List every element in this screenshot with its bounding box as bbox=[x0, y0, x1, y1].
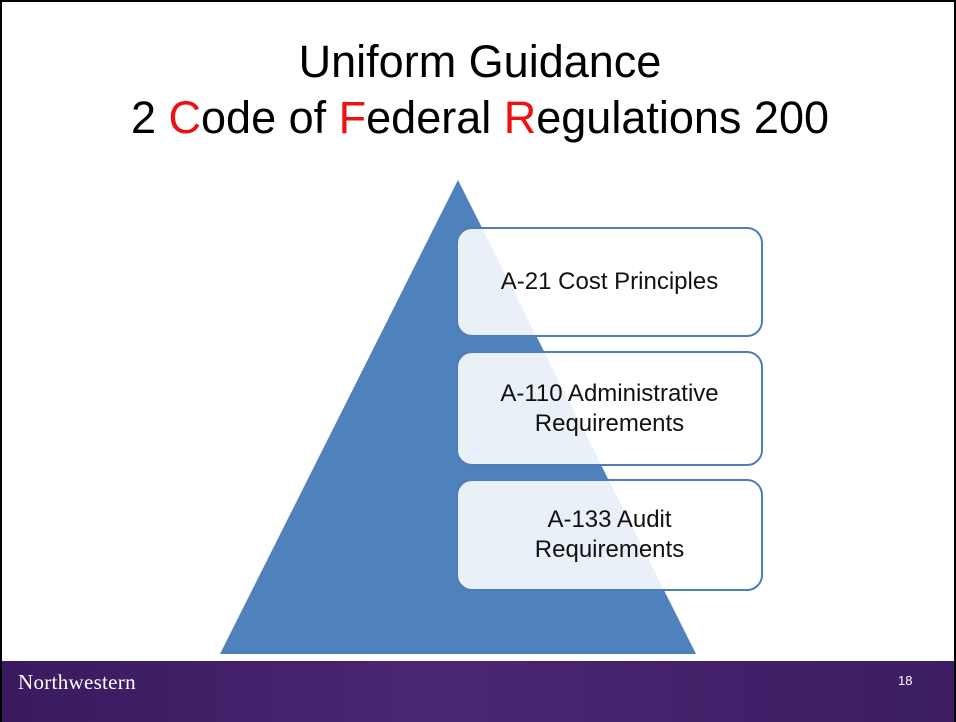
title-line-2: 2 Code of Federal Regulations 200 bbox=[2, 90, 954, 146]
page-number: 18 bbox=[898, 673, 913, 688]
slide-title: Uniform Guidance 2 Code of Federal Regul… bbox=[2, 34, 954, 146]
box-administrative-line-1: A-110 Administrative bbox=[500, 379, 719, 407]
title-text-f: ederal bbox=[366, 92, 504, 143]
title-letter-f: F bbox=[338, 92, 367, 143]
box-audit-line-1: A-133 Audit bbox=[547, 506, 672, 533]
title-text-c: ode of bbox=[201, 92, 339, 143]
footer-bar: Northwestern 18 bbox=[2, 661, 954, 722]
title-line-1: Uniform Guidance bbox=[298, 36, 662, 87]
title-letter-r: R bbox=[503, 92, 537, 143]
box-cost-principles-line-1: A-21 Cost Principles bbox=[500, 268, 719, 295]
box-cost-principles: A-21 Cost Principles bbox=[456, 227, 763, 337]
northwestern-logo: Northwestern bbox=[18, 670, 136, 694]
box-audit-requirements: A-133 Audit Requirements bbox=[456, 479, 763, 591]
title-prefix: 2 bbox=[131, 92, 169, 143]
title-letter-c: C bbox=[168, 92, 202, 143]
box-administrative-line-2: Requirements bbox=[534, 409, 685, 437]
title-text-r: egulations 200 bbox=[536, 92, 829, 143]
box-audit-line-2: Requirements bbox=[534, 536, 685, 563]
box-administrative-requirements: A-110 Administrative Requirements bbox=[456, 351, 763, 466]
